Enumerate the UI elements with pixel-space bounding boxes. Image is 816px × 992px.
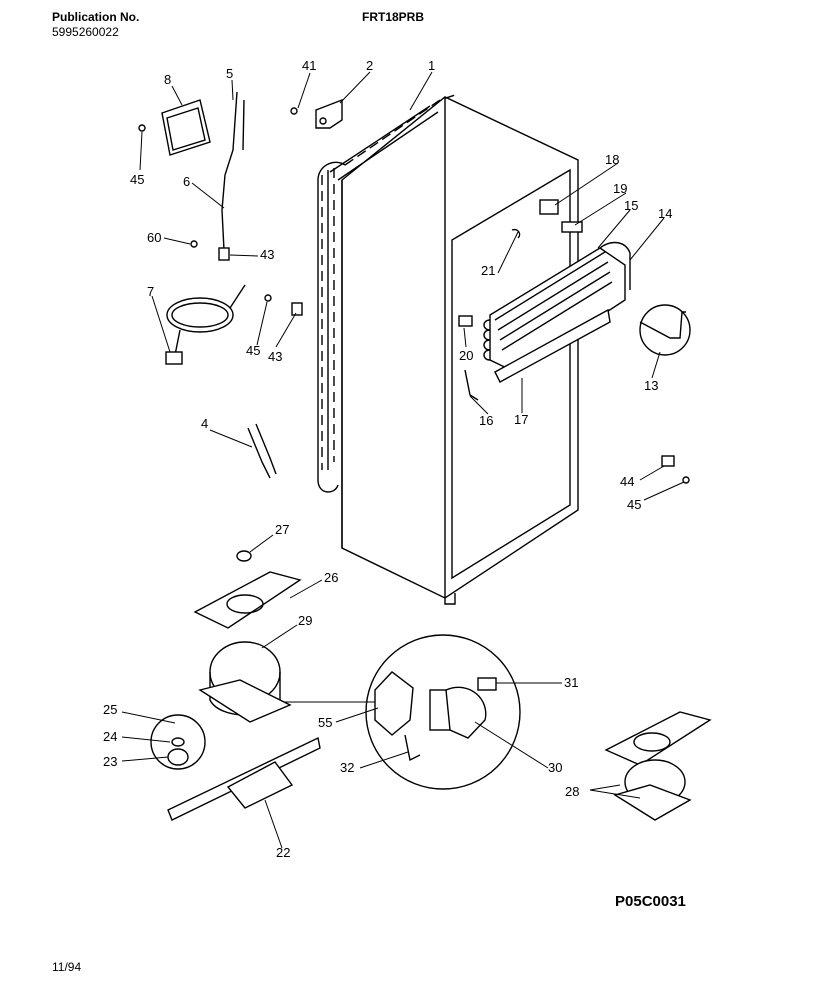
callout-labels: 1 2 41 5 8 45 6 60 43 7 45 43 4 27 26 29… <box>103 58 672 860</box>
part-2-bracket <box>315 98 343 129</box>
callout-43-upper: 43 <box>260 247 274 262</box>
callout-24: 24 <box>103 729 117 744</box>
diagram-code: P05C0031 <box>615 893 686 910</box>
part-7-power-cord <box>165 284 246 365</box>
part-29-compressor <box>198 641 292 723</box>
callout-55: 55 <box>318 715 332 730</box>
callout-1: 1 <box>428 58 435 73</box>
callout-21: 21 <box>481 263 495 278</box>
callout-23: 23 <box>103 754 117 769</box>
callout-43-lower: 43 <box>268 349 282 364</box>
callout-27: 27 <box>275 522 289 537</box>
evaporator <box>483 241 631 383</box>
callout-32: 32 <box>340 760 354 775</box>
publication-date: 11/94 <box>52 960 82 974</box>
grommet-detail-circle <box>150 714 206 770</box>
callout-4: 4 <box>201 416 208 431</box>
relay-detail-circle <box>365 634 521 790</box>
callout-6: 6 <box>183 174 190 189</box>
callout-45-top: 45 <box>130 172 144 187</box>
callout-60: 60 <box>147 230 161 245</box>
callout-14: 14 <box>658 206 672 221</box>
fasteners <box>138 107 690 484</box>
part-27-grommet <box>236 550 252 562</box>
callout-22: 22 <box>276 845 290 860</box>
publication-label: Publication No. <box>52 10 140 24</box>
callout-45-right: 45 <box>627 497 641 512</box>
callout-7: 7 <box>147 284 154 299</box>
callout-20: 20 <box>459 348 473 363</box>
model-number: FRT18PRB <box>362 10 425 24</box>
part-13-defrost-detail <box>639 304 691 356</box>
part-8-access-cover <box>161 99 211 156</box>
publication-number: 5995260022 <box>52 25 119 39</box>
part-22-mounting-rail <box>167 736 321 821</box>
callout-13: 13 <box>644 378 658 393</box>
callout-41: 41 <box>302 58 316 73</box>
leader-lines <box>121 71 685 849</box>
part-26-drain-pan <box>193 571 302 629</box>
callout-8: 8 <box>164 72 171 87</box>
part-28-compressor-assembly <box>604 711 712 821</box>
callout-45-mid: 45 <box>246 343 260 358</box>
callout-28: 28 <box>565 784 579 799</box>
callout-2: 2 <box>366 58 373 73</box>
part-4-drain-tube <box>247 423 277 479</box>
condenser-coil <box>321 168 335 470</box>
callout-17: 17 <box>514 412 528 427</box>
callout-29: 29 <box>298 613 312 628</box>
callout-30: 30 <box>548 760 562 775</box>
part-5-6-wiring <box>218 91 245 261</box>
callout-16: 16 <box>479 413 493 428</box>
callout-31: 31 <box>564 675 578 690</box>
callout-25: 25 <box>103 702 117 717</box>
callout-18: 18 <box>605 152 619 167</box>
callout-5: 5 <box>226 66 233 81</box>
callout-15: 15 <box>624 198 638 213</box>
refrigerator-cabinet <box>317 94 579 605</box>
callout-44: 44 <box>620 474 634 489</box>
callout-19: 19 <box>613 181 627 196</box>
callout-26: 26 <box>324 570 338 585</box>
